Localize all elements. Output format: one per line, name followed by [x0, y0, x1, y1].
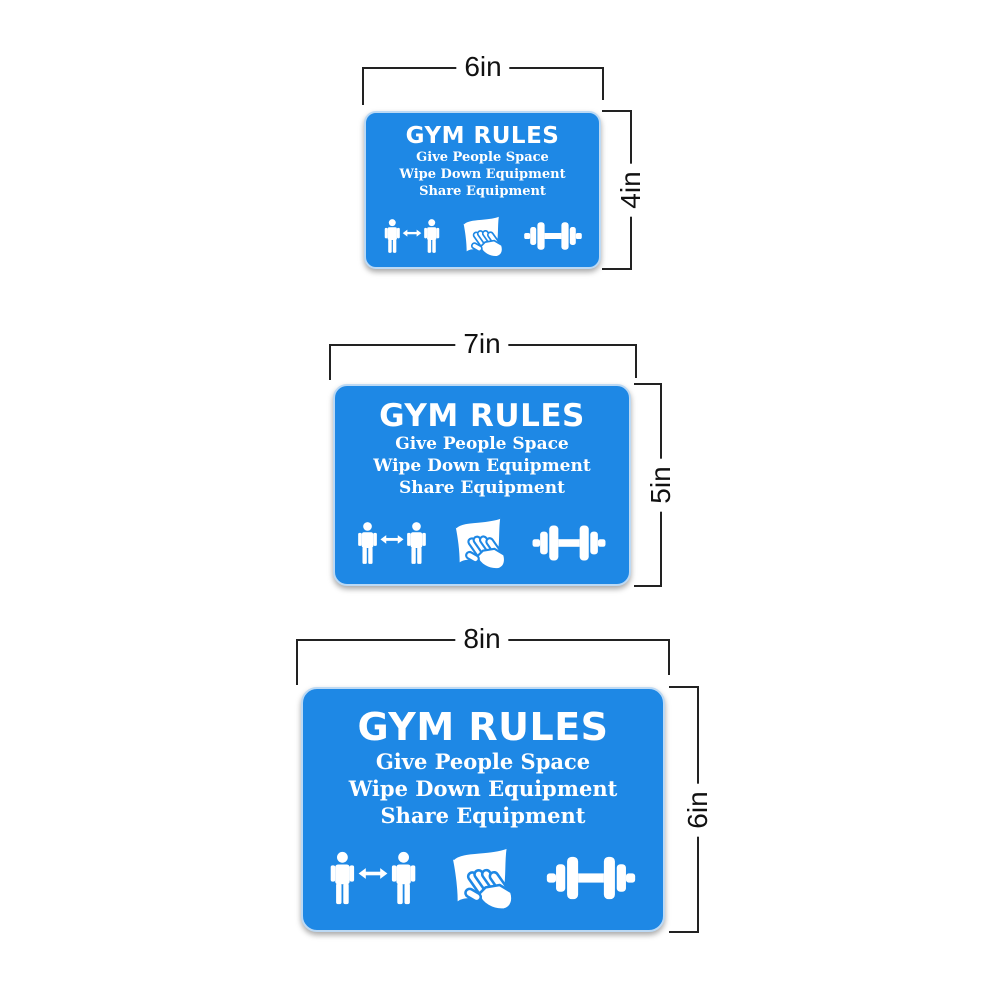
width-dimension-tick-left — [296, 639, 298, 685]
gym-rules-sign-6x4: GYM RULES Give People Space Wipe Down Eq… — [364, 111, 601, 269]
wiping-hand-icon — [459, 213, 505, 259]
dumbbell-icon — [544, 855, 638, 901]
height-label: 4in — [615, 163, 647, 217]
dumbbell-icon — [530, 524, 608, 562]
sign-icons — [303, 843, 663, 913]
sign-icons — [335, 514, 629, 572]
width-dimension-tick-right — [635, 344, 637, 378]
height-dimension-tick-bottom — [634, 585, 662, 587]
width-dimension-tick-right — [668, 639, 670, 675]
rule-give-people-space: Give People Space — [375, 749, 591, 774]
rule-wipe-down-equipment: Wipe Down Equipment — [399, 167, 566, 182]
width-dimension-tick-left — [329, 344, 331, 380]
two-people-distance-icon — [328, 845, 418, 911]
sign-title: GYM RULES — [379, 398, 585, 434]
rule-share-equipment: Share Equipment — [399, 478, 565, 498]
height-dimension-tick-top — [602, 110, 632, 112]
gym-rules-sign-7x5: GYM RULES Give People Space Wipe Down Eq… — [333, 384, 631, 586]
rule-wipe-down-equipment: Wipe Down Equipment — [373, 456, 591, 476]
width-dimension-tick-right — [602, 67, 604, 100]
width-label: 8in — [455, 623, 509, 655]
rule-give-people-space: Give People Space — [416, 150, 549, 165]
height-dimension-tick-bottom — [602, 268, 632, 270]
width-label: 7in — [455, 328, 509, 360]
wiping-hand-icon — [446, 843, 516, 913]
rule-share-equipment: Share Equipment — [380, 803, 586, 828]
sign-title: GYM RULES — [405, 123, 560, 149]
height-label: 6in — [682, 783, 714, 837]
height-label: 5in — [645, 458, 677, 512]
rule-wipe-down-equipment: Wipe Down Equipment — [348, 776, 618, 801]
sign-title: GYM RULES — [357, 705, 609, 749]
rule-give-people-space: Give People Space — [395, 434, 569, 454]
width-dimension-tick-left — [362, 67, 364, 105]
two-people-distance-icon — [356, 515, 428, 571]
sign-icons — [366, 213, 599, 259]
rule-share-equipment: Share Equipment — [419, 184, 546, 199]
two-people-distance-icon — [383, 214, 441, 258]
width-label: 6in — [456, 51, 510, 83]
height-dimension-tick-bottom — [669, 931, 699, 933]
height-dimension-tick-top — [634, 383, 662, 385]
wiping-hand-icon — [450, 514, 508, 572]
height-dimension-tick-top — [669, 686, 699, 688]
dumbbell-icon — [523, 221, 583, 251]
gym-rules-sign-8x6: GYM RULES Give People Space Wipe Down Eq… — [301, 687, 665, 932]
